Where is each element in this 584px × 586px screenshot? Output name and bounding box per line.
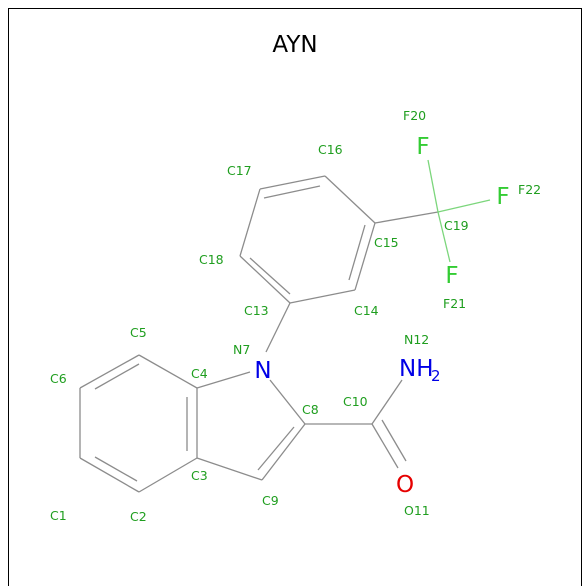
bond-c1-c2-inner xyxy=(94,456,138,482)
bond-c19-f22 xyxy=(437,199,491,213)
label-f21: F21 xyxy=(443,296,466,311)
bond-c8-c9-inner xyxy=(257,426,295,471)
label-c15: C15 xyxy=(374,235,399,250)
label-c1: C1 xyxy=(50,508,67,523)
label-c6: C6 xyxy=(50,371,67,386)
label-c5: C5 xyxy=(130,325,147,340)
label-n12: N12 xyxy=(404,332,429,347)
bond-c14-c15 xyxy=(354,222,376,291)
bond-c16-c17 xyxy=(259,175,326,190)
label-f20: F20 xyxy=(403,108,426,123)
label-c4: C4 xyxy=(191,366,208,381)
bond-c4-n7 xyxy=(196,371,251,389)
bond-c10-o11-b xyxy=(381,419,407,462)
atom-n12: NH xyxy=(399,356,434,382)
label-c14: C14 xyxy=(354,303,379,318)
label-c19: C19 xyxy=(444,218,469,233)
atom-n12-subscript: 2 xyxy=(431,367,441,385)
bond-c2-c1 xyxy=(79,457,140,493)
bond-c18-c13 xyxy=(239,255,291,304)
label-c3: C3 xyxy=(191,468,208,483)
bonds xyxy=(79,175,439,493)
bond-c8-c9 xyxy=(261,423,306,481)
bond-c6-c5 xyxy=(79,354,140,389)
atom-f22: F xyxy=(496,184,509,210)
label-c10: C10 xyxy=(343,394,368,409)
atom-f21: F xyxy=(445,263,458,289)
atom-o11: O xyxy=(396,472,414,498)
label-c9: C9 xyxy=(262,493,279,508)
bond-c18-c13-inner xyxy=(249,257,291,295)
diagram-frame xyxy=(8,8,582,586)
label-c17: C17 xyxy=(227,163,252,178)
bond-c15-c19 xyxy=(374,211,439,224)
bond-c9-c3 xyxy=(196,457,263,481)
bond-c16-c17-inner xyxy=(263,185,321,199)
label-o11: O11 xyxy=(404,503,430,518)
bond-c17-c18 xyxy=(239,188,261,257)
label-f22: F22 xyxy=(518,182,541,197)
bond-c5-c4 xyxy=(138,354,198,389)
atom-labels: C1 C2 C3 C4 C5 C6 N7 C8 C9 C10 O11 N12 C… xyxy=(50,108,541,524)
atom-f20: F xyxy=(416,134,429,160)
bond-c10-n12 xyxy=(371,379,403,425)
bond-c15-c16 xyxy=(324,175,376,224)
bond-c6-c5-inner xyxy=(94,363,140,390)
label-c8: C8 xyxy=(302,402,319,417)
bond-c10-o11-a xyxy=(371,423,399,469)
bond-n7-c8 xyxy=(269,379,306,425)
bond-c14-c15-inner xyxy=(348,224,366,281)
atom-n7: N xyxy=(254,358,271,384)
label-c18: C18 xyxy=(199,252,224,267)
bond-n7-c13 xyxy=(265,302,291,353)
label-c16: C16 xyxy=(318,142,343,157)
label-c13: C13 xyxy=(244,303,269,318)
diagram-title: AYN xyxy=(272,32,317,58)
label-n7: N7 xyxy=(233,342,250,357)
cf-bonds xyxy=(427,159,491,263)
bond-c19-f21 xyxy=(437,211,451,263)
bond-c13-c14 xyxy=(289,289,356,304)
bond-c3-c2 xyxy=(138,457,198,493)
bond-c19-f20 xyxy=(427,159,439,213)
label-c2: C2 xyxy=(130,509,147,524)
